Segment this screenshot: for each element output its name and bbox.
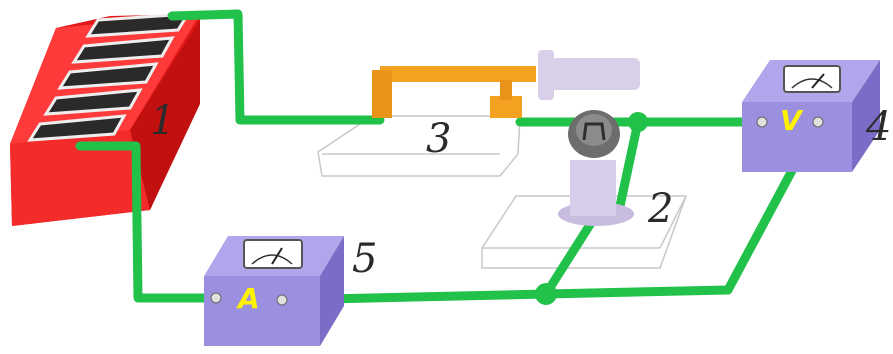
battery-cells (27, 12, 191, 142)
wire-battery-to-ammeter (75, 141, 217, 303)
ammeter-letter: A (236, 282, 260, 315)
label-voltmeter: 4 (865, 104, 891, 150)
label-battery: 1 (150, 98, 175, 144)
junction-node-top (628, 112, 648, 132)
lamp (558, 110, 634, 226)
key-switch (372, 50, 640, 118)
wires (75, 9, 823, 305)
label-key: 3 (426, 116, 451, 162)
wire-lamp-top-to-node (615, 117, 643, 211)
wire-battery-to-key (167, 9, 385, 125)
voltmeter: V (742, 60, 880, 172)
label-lamp: 2 (647, 186, 673, 232)
label-ammeter: 5 (352, 236, 377, 282)
junction-node-bottom (535, 283, 557, 305)
key-base-plate (317, 115, 521, 177)
ammeter: A (204, 236, 344, 346)
key-handle (538, 50, 640, 100)
voltmeter-letter: V (780, 104, 804, 137)
battery (10, 12, 200, 226)
wire-ammeter-to-junction (277, 117, 823, 305)
